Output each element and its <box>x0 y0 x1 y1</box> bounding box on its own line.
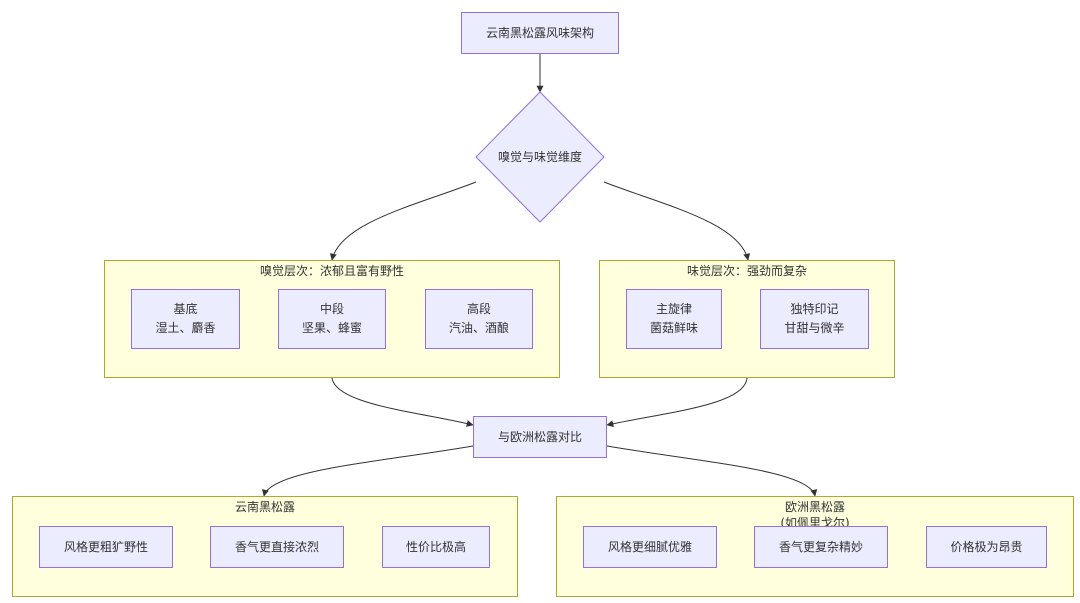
smell-node-base-desc: 湿土、麝香 <box>155 321 216 335</box>
taste-node-main-desc: 菌菇鲜味 <box>649 321 698 335</box>
yunnan-node-style-label: 风格更粗犷野性 <box>63 539 148 554</box>
edge-smell-to-compare <box>331 377 474 427</box>
yunnan-node-aroma: 香气更直接浓烈 <box>210 526 344 568</box>
taste-node-main-title: 主旋律 <box>655 302 692 316</box>
smell-node-top: 高段 汽油、酒酿 <box>425 289 533 349</box>
smell-node-middle-desc: 坚果、蜂蜜 <box>301 321 362 335</box>
taste-node-signature-desc: 甘甜与微辛 <box>784 321 845 335</box>
europe-node-aroma: 香气更复杂精妙 <box>754 526 888 568</box>
yunnan-cluster-title: 云南黑松露 <box>234 500 295 514</box>
compare-label: 与欧洲松露对比 <box>497 429 582 444</box>
taste-node-main: 主旋律 菌菇鲜味 <box>626 289 722 349</box>
yunnan-node-value: 性价比极高 <box>382 526 490 568</box>
smell-node-base-title: 基底 <box>173 302 198 316</box>
smell-node-base: 基底 湿土、麝香 <box>131 289 240 349</box>
decision-label: 嗅觉与味觉维度 <box>497 150 582 164</box>
europe-node-price-label: 价格极为昂贵 <box>950 539 1023 554</box>
smell-node-top-desc: 汽油、酒酿 <box>448 321 509 335</box>
yunnan-node-value-label: 性价比极高 <box>405 539 466 554</box>
yunnan-node-aroma-label: 香气更直接浓烈 <box>234 539 319 554</box>
europe-node-style: 风格更细腻优雅 <box>583 526 717 568</box>
root-node: 云南黑松露风味架构 <box>461 12 619 54</box>
taste-cluster-title: 味觉层次：强劲而复杂 <box>686 264 807 278</box>
edge-decision-to-smell <box>329 181 477 261</box>
edge-compare-to-europe <box>606 445 818 497</box>
yunnan-node-style: 风格更粗犷野性 <box>39 526 173 568</box>
root-label: 云南黑松露风味架构 <box>485 25 594 40</box>
europe-node-aroma-label: 香气更复杂精妙 <box>778 539 863 554</box>
europe-node-price: 价格极为昂贵 <box>926 526 1047 568</box>
taste-node-signature: 独特印记 甘甜与微辛 <box>760 289 869 349</box>
edge-compare-to-yunnan <box>262 445 474 497</box>
decision-diamond <box>475 91 605 223</box>
europe-node-style-label: 风格更细腻优雅 <box>607 539 692 554</box>
smell-cluster-title: 嗅觉层次：浓郁且富有野性 <box>259 264 404 278</box>
smell-node-middle-title: 中段 <box>319 302 344 316</box>
smell-node-top-title: 高段 <box>466 302 491 316</box>
europe-cluster-title-line1: 欧洲黑松露 <box>784 500 845 514</box>
taste-node-signature-title: 独特印记 <box>790 302 839 316</box>
compare-node: 与欧洲松露对比 <box>473 416 607 458</box>
smell-node-middle: 中段 坚果、蜂蜜 <box>278 289 386 349</box>
edge-taste-to-compare <box>606 377 748 428</box>
edge-decision-to-taste <box>603 181 751 261</box>
